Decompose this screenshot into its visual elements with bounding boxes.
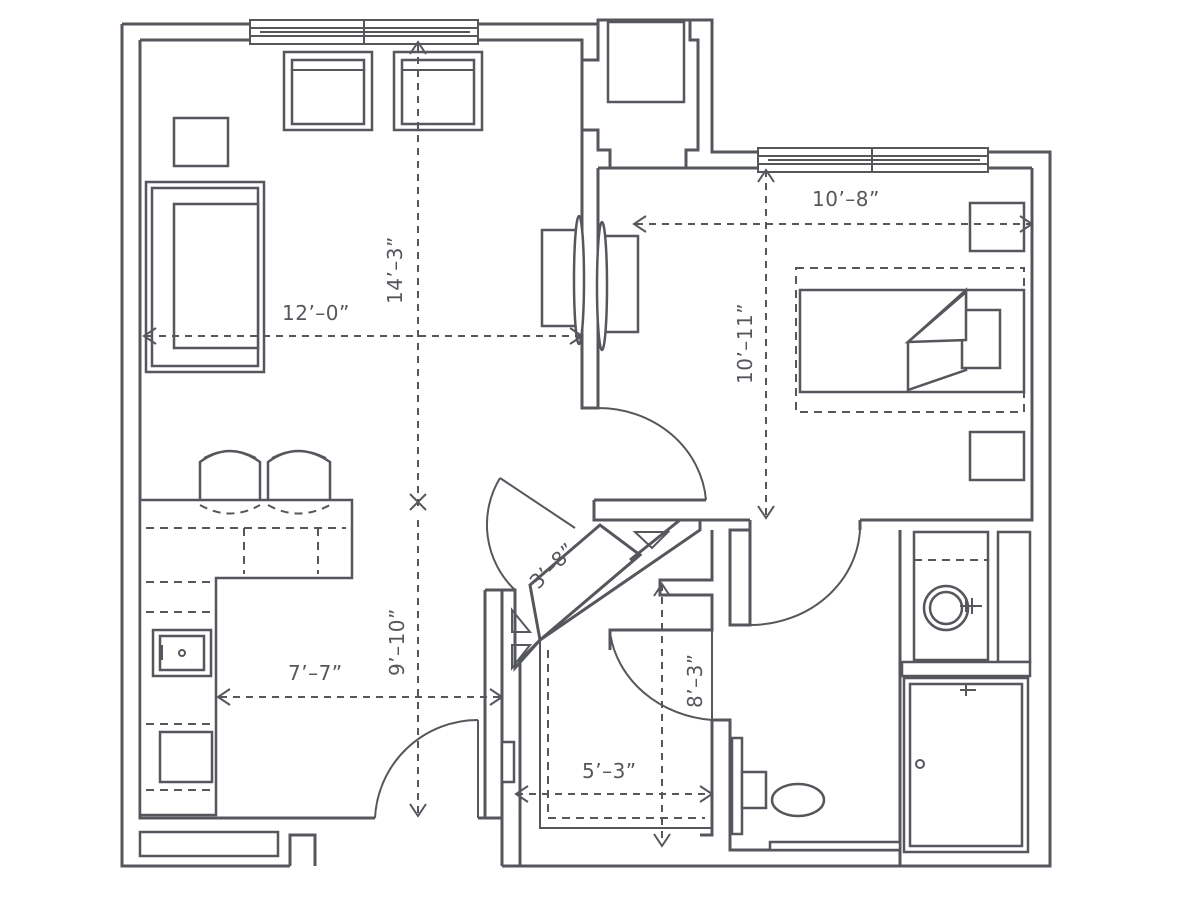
label-kitchen-width: 7’–7” <box>288 661 343 685</box>
toilet <box>730 736 826 836</box>
bar-stools <box>198 449 332 507</box>
dim-living-width <box>142 327 584 345</box>
label-living-width: 12’–0” <box>282 301 350 325</box>
dim-kitchen-depth <box>409 520 427 818</box>
label-bath-width: 5’–3” <box>582 759 637 783</box>
bath-inner <box>539 640 712 829</box>
dim-bedroom-depth <box>757 168 775 520</box>
dim-kitchen-width <box>216 688 504 706</box>
label-bath-depth: 8’–3” <box>683 653 707 708</box>
nightstand-top <box>968 201 1026 253</box>
door-bath <box>749 519 862 627</box>
armchair-right <box>392 50 484 132</box>
door-entry <box>374 718 479 819</box>
side-table <box>172 116 230 168</box>
tv-console <box>540 214 640 352</box>
dim-bath-depth <box>653 582 671 848</box>
label-bedroom-depth: 10’–11” <box>733 303 757 384</box>
vanity <box>912 530 1032 664</box>
nightstand-bottom <box>968 430 1026 482</box>
label-closet-width: 3’–8” <box>525 538 581 594</box>
dim-bedroom-width <box>632 215 1034 233</box>
bed <box>795 267 1026 413</box>
label-kitchen-depth: 9’–10” <box>385 608 409 676</box>
label-living-depth: 14’–3” <box>383 236 407 304</box>
window-living <box>249 19 479 45</box>
entry-cabinet <box>580 20 700 168</box>
dim-bath-width <box>514 785 714 803</box>
kitchen-sink <box>151 628 213 678</box>
door-bath-hall <box>609 630 713 721</box>
bath-threshold <box>768 840 902 852</box>
sofa <box>144 180 266 374</box>
armchair-left <box>282 50 374 132</box>
door-bedroom <box>597 406 707 501</box>
angled-closet <box>500 518 702 784</box>
pantry-shelf <box>138 830 280 858</box>
shower <box>900 660 1032 854</box>
dim-living-depth <box>409 40 427 511</box>
range <box>158 730 214 784</box>
window-bedroom <box>757 147 989 173</box>
door-closet <box>485 477 576 591</box>
label-bedroom-width: 10’–8” <box>812 187 880 211</box>
